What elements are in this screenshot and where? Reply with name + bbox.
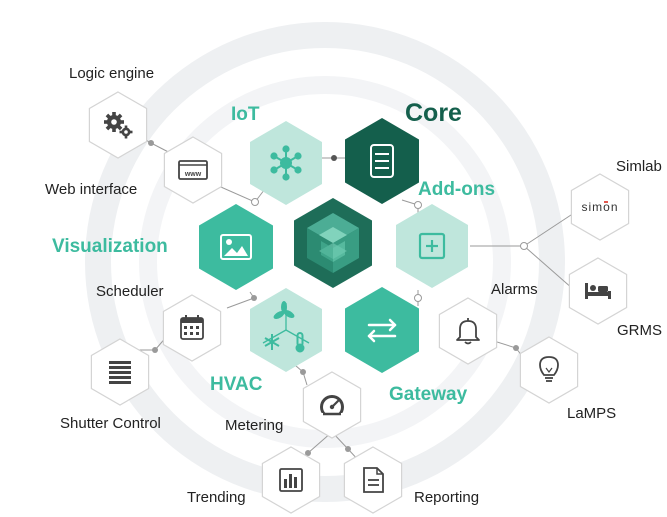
network-hub-icon <box>270 145 302 181</box>
module-label-trending: Trending <box>187 489 246 506</box>
www-icon: www <box>178 160 208 180</box>
module-label-web-interface: Web interface <box>45 181 138 198</box>
gears-icon <box>104 112 133 139</box>
hex-gateway[interactable] <box>345 287 419 373</box>
hex-iot[interactable] <box>250 121 322 205</box>
hex-hvac[interactable] <box>250 288 322 372</box>
bed-icon <box>585 283 611 299</box>
plus-box-icon <box>418 232 446 260</box>
hex-lamps[interactable] <box>519 336 579 404</box>
module-label-shutter-control: Shutter Control <box>60 415 161 432</box>
category-label-visualization: Visualization <box>52 236 168 257</box>
hex-trending[interactable] <box>261 446 321 514</box>
category-label-addons: Add-ons <box>418 179 496 200</box>
hex-alarms[interactable] <box>438 297 498 365</box>
hex-grms[interactable] <box>568 257 628 325</box>
module-label-alarms: Alarms <box>491 281 538 298</box>
module-label-logic-engine: Logic engine <box>69 65 155 82</box>
gauge-icon <box>320 395 344 419</box>
hex-visualization[interactable] <box>199 204 273 290</box>
category-label-gateway: Gateway <box>389 384 468 405</box>
module-label-lamps: LaMPS <box>567 405 617 422</box>
document-icon <box>363 467 384 493</box>
module-label-reporting: Reporting <box>414 489 480 506</box>
cube-logo-icon <box>307 213 359 273</box>
lightbulb-icon <box>539 356 559 382</box>
simon-logo: simon <box>581 200 618 214</box>
category-label-core: Core <box>405 99 462 127</box>
image-icon <box>220 234 252 260</box>
module-label-grms: GRMS <box>617 322 662 339</box>
module-label-simlab: Simlab <box>616 158 662 175</box>
svg-text:simon: simon <box>581 200 618 214</box>
hex-metering[interactable] <box>302 371 362 439</box>
swap-arrows-icon <box>367 318 397 343</box>
calendar-icon <box>180 315 204 340</box>
category-label-hvac: HVAC <box>210 374 263 395</box>
hex-center[interactable] <box>294 198 372 288</box>
module-label-scheduler: Scheduler <box>96 283 164 300</box>
hex-shutter-control[interactable] <box>90 338 150 406</box>
svg-text:www: www <box>184 171 202 178</box>
connector-nodes <box>148 140 528 456</box>
bar-chart-icon <box>279 468 303 492</box>
module-label-metering: Metering <box>225 417 284 434</box>
hex-addons[interactable] <box>396 204 468 288</box>
category-label-iot: IoT <box>231 104 260 125</box>
hex-logic-engine[interactable] <box>88 91 148 159</box>
hex-simlab[interactable]: simon <box>570 173 630 241</box>
hex-reporting[interactable] <box>343 446 403 514</box>
hex-scheduler[interactable] <box>162 294 222 362</box>
fan-snowflake-thermometer-icon <box>262 301 310 353</box>
hex-web-interface[interactable]: www <box>163 136 223 204</box>
bell-icon <box>456 318 480 345</box>
shutter-icon <box>109 361 131 384</box>
server-icon <box>370 144 394 178</box>
hex-core[interactable] <box>345 118 419 204</box>
